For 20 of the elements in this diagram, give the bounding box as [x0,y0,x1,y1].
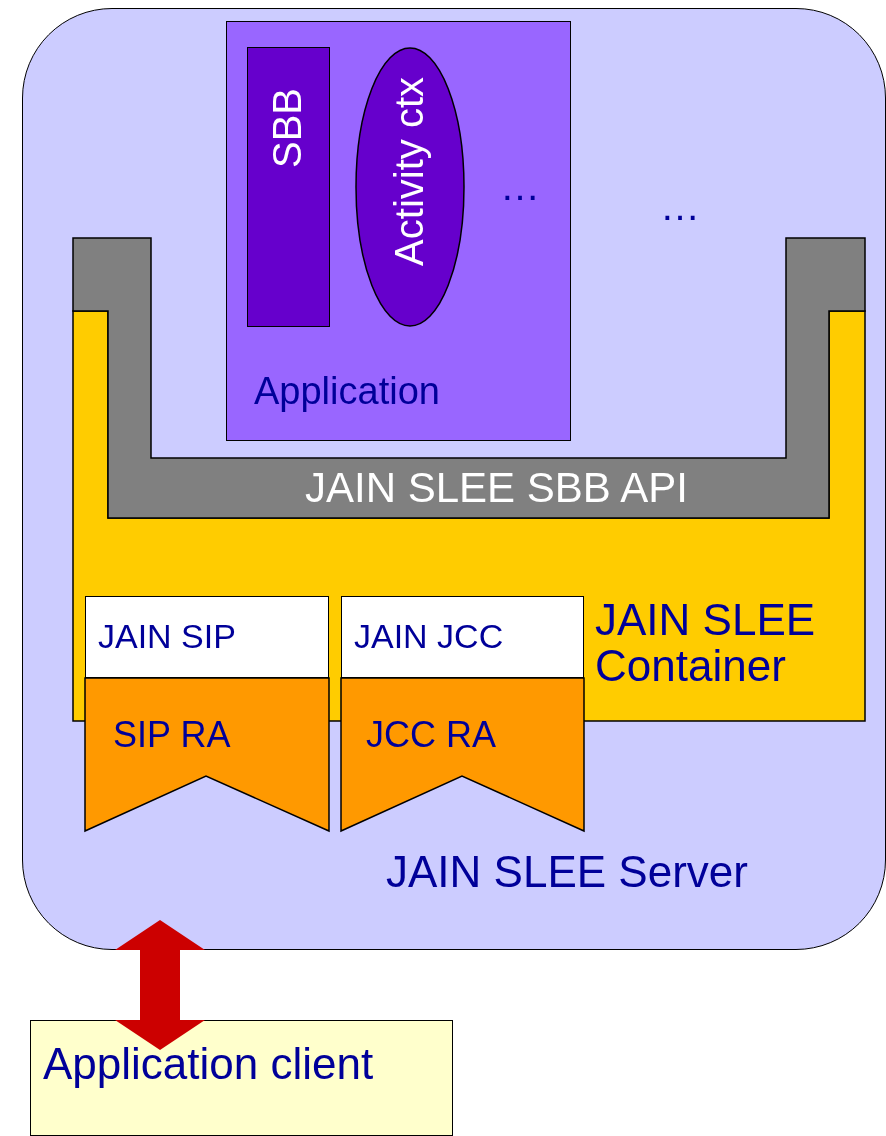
layer-label: JAIN SLEE Container [595,597,817,690]
box-label: Activity ctx [388,77,430,266]
box-label: SBB [266,88,308,169]
box-label: JAIN JCC [354,619,504,655]
box-label: JCC RA [366,716,496,754]
layer-label: JAIN SLEE Server [386,849,748,896]
client-box [30,1020,453,1136]
ellipsis-label: … [500,165,540,207]
sbb-box [247,47,330,327]
double-arrow [115,920,205,1050]
layer-label: JAIN SLEE SBB API [305,466,688,511]
box-label: SIP RA [113,716,231,754]
application-box [226,21,571,441]
api-box [341,596,584,678]
box-label: Application [254,372,440,412]
box-label: Application client [43,1041,374,1088]
server-panel [22,8,886,950]
box-label: JAIN SIP [98,619,236,655]
ellipsis-label: … [660,185,700,227]
api-box [85,596,329,678]
